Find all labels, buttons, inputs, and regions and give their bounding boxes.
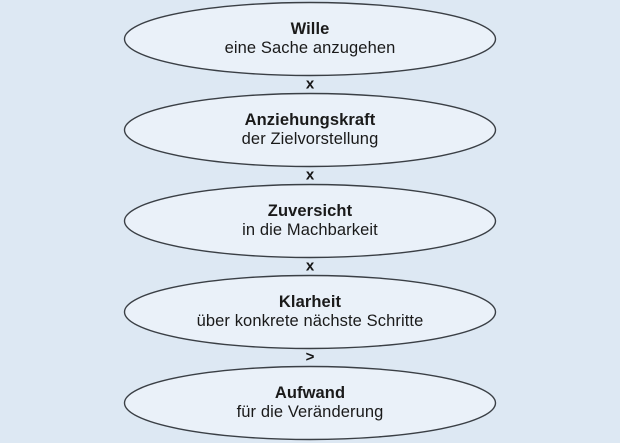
node-aufwand: Aufwand für die Veränderung bbox=[123, 364, 497, 442]
node-labels: Anziehungskraft der Zielvorstellung bbox=[123, 110, 497, 149]
ellipse-shape bbox=[123, 92, 497, 168]
node-labels: Klarheit über konkrete nächste Schritte bbox=[123, 292, 497, 331]
node-klarheit: Klarheit über konkrete nächste Schritte bbox=[123, 273, 497, 351]
node-subtitle: eine Sache anzugehen bbox=[224, 39, 396, 57]
node-anziehungskraft: Anziehungskraft der Zielvorstellung bbox=[123, 91, 497, 169]
operator-greater-than: > bbox=[0, 348, 620, 366]
operator-symbol: x bbox=[305, 166, 315, 184]
node-title: Zuversicht bbox=[267, 201, 353, 220]
node-subtitle: über konkrete nächste Schritte bbox=[196, 312, 424, 330]
node-title: Aufwand bbox=[274, 383, 346, 402]
operator-symbol: x bbox=[305, 75, 315, 93]
operator-symbol: > bbox=[305, 348, 315, 366]
ellipse-shape bbox=[123, 365, 497, 441]
node-labels: Aufwand für die Veränderung bbox=[123, 383, 497, 422]
node-title: Wille bbox=[290, 19, 330, 38]
node-subtitle: der Zielvorstellung bbox=[241, 130, 379, 148]
operator-multiply-1: x bbox=[0, 75, 620, 93]
node-labels: Wille eine Sache anzugehen bbox=[123, 19, 497, 58]
ellipse-shape bbox=[123, 1, 497, 77]
node-subtitle: in die Machbarkeit bbox=[242, 221, 378, 239]
operator-multiply-3: x bbox=[0, 257, 620, 275]
ellipse-shape bbox=[123, 183, 497, 259]
ellipse-shape bbox=[123, 274, 497, 350]
node-labels: Zuversicht in die Machbarkeit bbox=[123, 201, 497, 240]
node-wille: Wille eine Sache anzugehen bbox=[123, 0, 497, 78]
node-subtitle: für die Veränderung bbox=[236, 403, 384, 421]
operator-multiply-2: x bbox=[0, 166, 620, 184]
node-zuversicht: Zuversicht in die Machbarkeit bbox=[123, 182, 497, 260]
node-title: Anziehungskraft bbox=[244, 110, 376, 129]
node-title: Klarheit bbox=[278, 292, 342, 311]
operator-symbol: x bbox=[305, 257, 315, 275]
